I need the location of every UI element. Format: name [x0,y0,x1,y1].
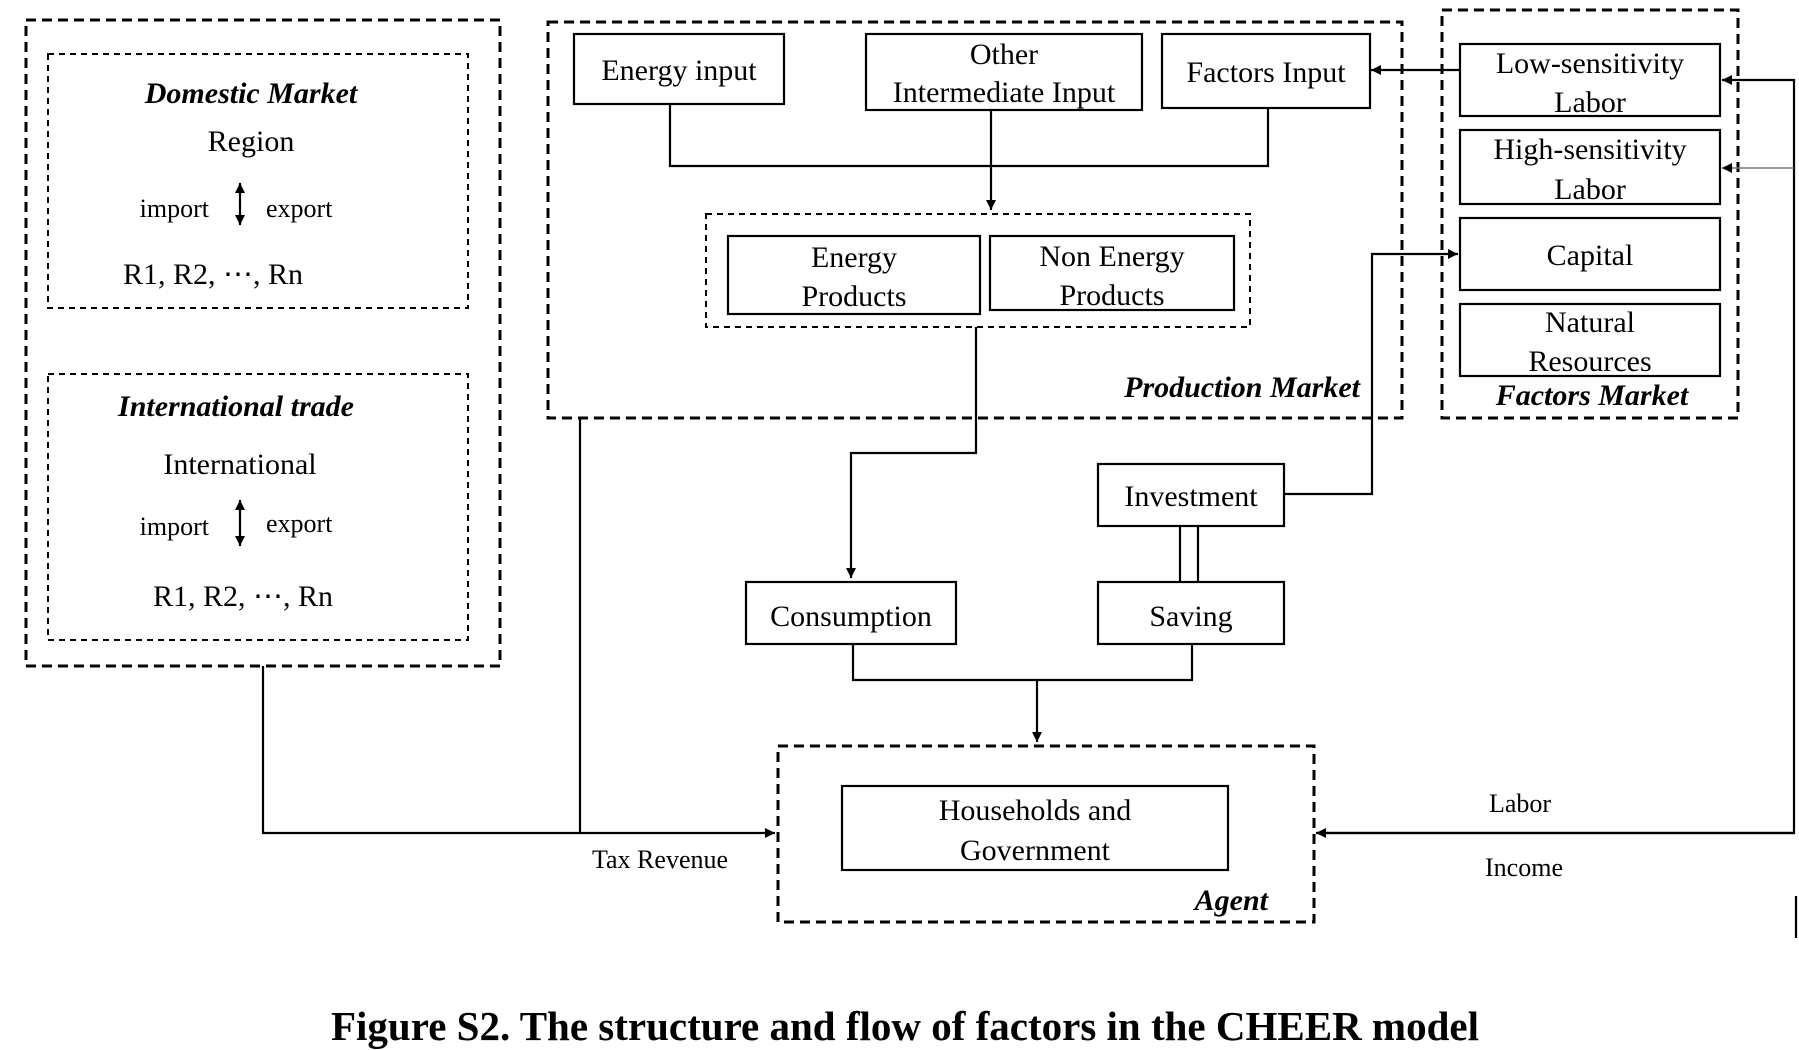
natural-resources-box [1458,302,1722,378]
domestic-region-label: Region [208,125,295,158]
low-sensitivity-label-line2: Labor [1554,86,1626,119]
high-sensitivity-label-line2: Labor [1554,173,1626,206]
agent-frame [776,744,1316,924]
energy-products-label-line2: Products [802,280,907,313]
domestic-market-title: Domestic Market [144,77,359,110]
energy-products-label-line1: Energy [811,241,897,274]
factors-market-frame [1440,8,1740,420]
saving-label: Saving [1149,600,1232,633]
trade-to-agent-arrow [261,666,775,838]
international-export-label: export [266,509,333,538]
agent-group: Households and Government Agent [776,744,1316,924]
consumption-label: Consumption [770,600,932,633]
products-to-consumption-arrow [846,327,978,578]
low-sensitivity-label-line1: Low-sensitivity [1496,47,1684,80]
other-input-label-line2: Intermediate Input [893,76,1116,109]
international-trade-panel: International trade International import… [47,373,469,641]
energy-products-box [726,234,982,316]
factors-market-group: Low-sensitivity Labor High-sensitivity L… [1440,8,1740,420]
income-flow-label: Income [1485,853,1563,882]
non-energy-products-label-line2: Products [1060,279,1165,312]
domestic-market-frame [47,53,469,309]
inputs-merge-connector [668,104,1270,168]
international-regions-list: R1, R2, ⋯, Rn [153,580,333,613]
natural-resources-label-line1: Natural [1545,306,1635,339]
high-sensitivity-label-line1: High-sensitivity [1493,133,1686,166]
natural-resources-label-line2: Resources [1528,345,1651,378]
factors-input-box [1160,32,1372,110]
international-trade-title: International trade [117,390,354,423]
domestic-import-label: import [140,194,210,223]
international-label: International [163,448,316,481]
products-frame [705,213,1251,328]
tax-revenue-label: Tax Revenue [592,845,728,874]
factors-input-label: Factors Input [1186,56,1346,89]
investment-to-capital-arrow [1284,249,1458,496]
labor-flow-label: Labor [1489,789,1551,818]
other-input-label-line1: Other [970,38,1038,71]
other-intermediate-input-box [864,32,1144,112]
trade-outer-frame [24,18,502,668]
production-market-group: Energy input Other Intermediate Input Fa… [546,20,1404,420]
domestic-market-panel: Domestic Market Region import export R1,… [47,53,469,309]
trade-markets-group: Domestic Market Region import export R1,… [24,18,502,668]
international-trade-frame [47,373,469,641]
international-import-label: import [140,512,210,541]
investment-label: Investment [1124,480,1258,513]
domestic-export-label: export [266,194,333,223]
non-energy-products-label-line1: Non Energy [1039,240,1184,273]
households-government-box [840,784,1230,872]
agent-title: Agent [1193,884,1270,917]
energy-input-label: Energy input [601,54,757,87]
investment-box [1096,462,1286,528]
flow-boxes-group: Investment Consumption Saving [744,462,1286,646]
households-label-line1: Households and [939,794,1131,827]
high-sensitivity-labor-box [1458,128,1722,206]
capital-label: Capital [1547,239,1634,272]
production-market-title: Production Market [1123,371,1362,404]
non-energy-products-box [988,234,1236,312]
consumption-saving-merge-connector [851,644,1194,682]
capital-box [1458,216,1722,292]
households-label-line2: Government [960,834,1111,867]
saving-box [1096,580,1286,646]
consumption-box [744,580,958,646]
low-sensitivity-labor-box [1458,42,1722,118]
domestic-regions-list: R1, R2, ⋯, Rn [123,258,303,291]
energy-input-box [572,32,786,106]
factors-market-title: Factors Market [1495,379,1690,412]
figure-caption: Figure S2. The structure and flow of fac… [331,1003,1479,1049]
